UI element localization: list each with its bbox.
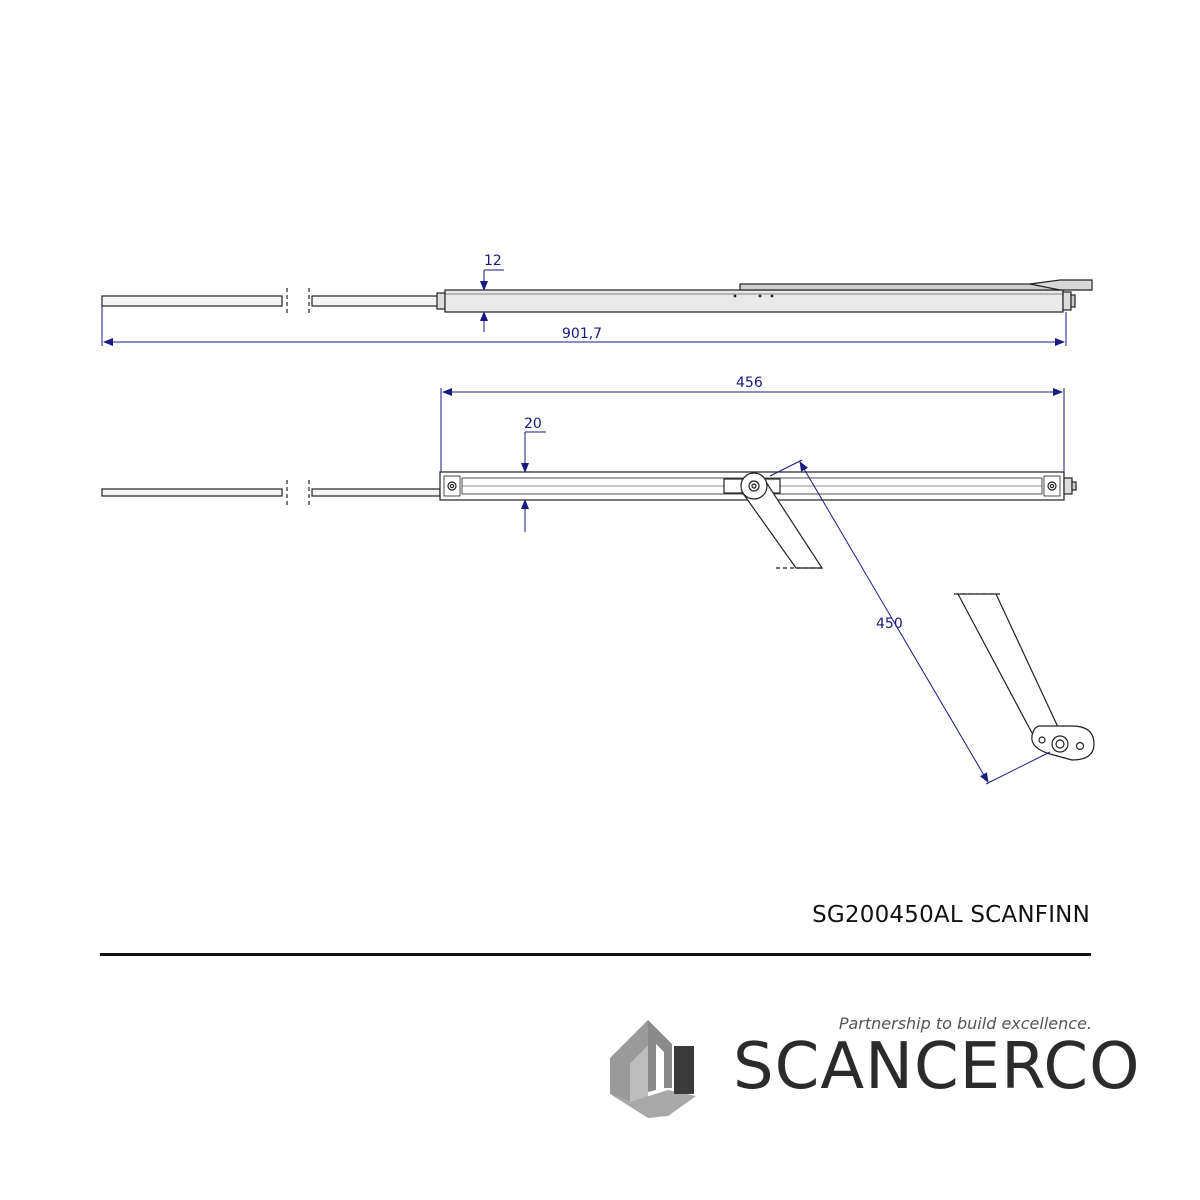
top-rod-collar — [436, 292, 446, 310]
dimension-height-20 — [521, 431, 546, 532]
dim-label-arm-length: 450 — [876, 616, 903, 632]
screw-icon — [1049, 483, 1055, 489]
brand-tagline: Partnership to build excellence. — [838, 1014, 1092, 1033]
top-detail-dot — [758, 294, 762, 298]
top-bracket — [1029, 279, 1093, 291]
arm-lower — [957, 593, 1065, 749]
dim-label-height-front: 20 — [524, 416, 542, 432]
top-rod-right — [311, 295, 439, 307]
dimension-arm-length — [769, 459, 1051, 785]
dim-label-height-top: 12 — [484, 253, 502, 269]
product-title: SG200450AL SCANFINN — [812, 902, 1090, 928]
screw-icon — [1047, 481, 1057, 491]
top-housing — [444, 289, 1064, 313]
brand-name: SCANCERCO — [733, 1030, 1141, 1104]
front-rod-right — [311, 488, 441, 497]
top-detail-dot — [770, 294, 774, 298]
front-end-cap — [1071, 481, 1077, 491]
screw-icon — [449, 483, 455, 489]
top-rod-left — [101, 295, 283, 307]
pivot-icon — [748, 480, 760, 492]
bracket-hole-icon — [1051, 735, 1069, 753]
front-rod-left — [101, 488, 283, 497]
front-end-plate — [443, 475, 461, 497]
scancerco-logo-icon — [610, 1020, 696, 1118]
front-view — [101, 471, 1095, 761]
front-end-plate — [1043, 475, 1061, 497]
pivot-icon — [751, 483, 757, 489]
top-view — [101, 279, 1093, 314]
top-end-cap — [1062, 291, 1072, 311]
dim-label-housing-length: 456 — [736, 375, 763, 391]
dimension-housing-length — [440, 388, 1065, 472]
bracket-hole-icon — [1075, 741, 1085, 751]
bracket-hole-icon — [1038, 736, 1046, 744]
top-end-cap — [1070, 294, 1076, 308]
front-end-cap — [1063, 477, 1073, 495]
dimension-height-12 — [480, 269, 504, 332]
bracket-hole-icon — [1055, 739, 1065, 749]
arm-end-bracket — [1031, 725, 1095, 761]
dim-label-overall-length: 901,7 — [562, 326, 602, 342]
top-plate — [739, 283, 1061, 291]
pivot-icon — [740, 472, 768, 500]
top-detail-dot — [733, 294, 737, 298]
screw-icon — [447, 481, 457, 491]
divider — [100, 953, 1091, 956]
technical-drawing: 12 901,7 — [101, 253, 1095, 785]
dimension-overall-length — [101, 306, 1067, 346]
